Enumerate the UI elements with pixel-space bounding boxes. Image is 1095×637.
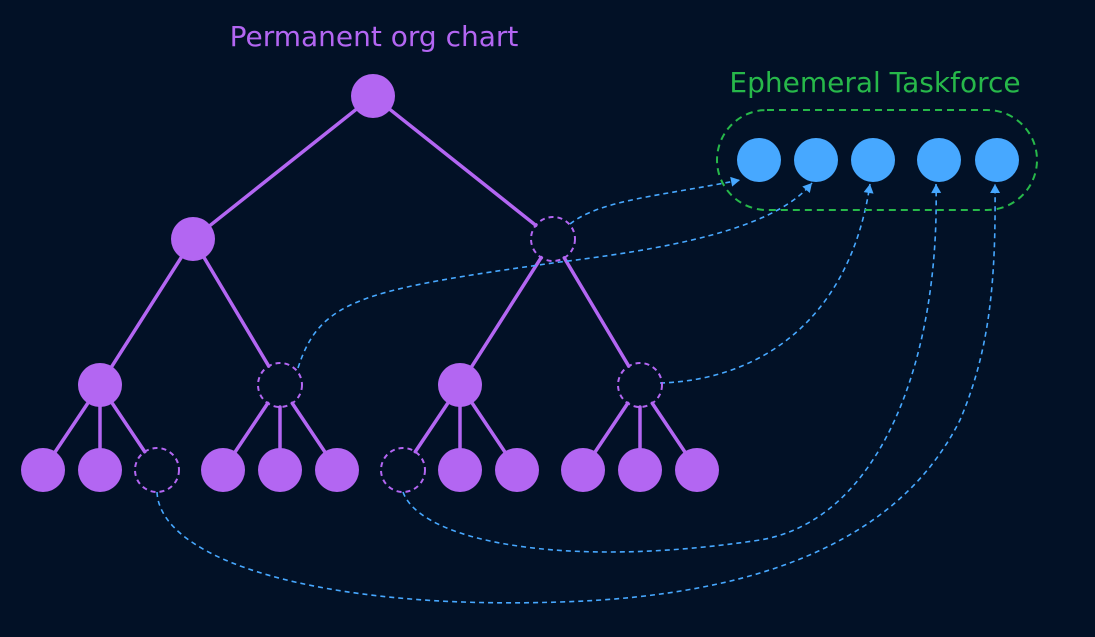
org-node-m-left	[171, 217, 215, 261]
org-node-c2	[438, 448, 482, 492]
vacated-position-c1	[380, 447, 426, 493]
org-node-d3	[675, 448, 719, 492]
org-node-b3	[315, 448, 359, 492]
taskforce-boundary-group	[716, 109, 1038, 211]
taskforce-title: Ephemeral Taskforce	[729, 66, 1021, 99]
org-edge-m-right	[388, 107, 538, 228]
reassignment-arrowhead-5	[990, 184, 1001, 194]
reassignment-arrowhead-3	[863, 184, 874, 194]
org-edge-c3	[470, 401, 507, 454]
org-edge-m-left	[208, 107, 358, 228]
reassignment-link-4	[402, 183, 937, 553]
org-edge-l4	[562, 256, 631, 368]
org-node-d1	[561, 448, 605, 492]
org-node-b1	[201, 448, 245, 492]
vacated-position-a3	[134, 447, 180, 493]
taskforce-member-4	[917, 138, 961, 182]
taskforce-member-5	[975, 138, 1019, 182]
taskforce-member-2	[794, 138, 838, 182]
vacated-position-l2	[257, 362, 303, 408]
org-node-root	[351, 74, 395, 118]
org-node-b2	[258, 448, 302, 492]
org-node-d2	[618, 448, 662, 492]
taskforce-member-3	[851, 138, 895, 182]
taskforce-members	[737, 138, 1019, 182]
reassignment-arrowhead-2	[802, 183, 812, 194]
taskforce-member-1	[737, 138, 781, 182]
reassignment-arrowhead-4	[931, 184, 942, 194]
org-chart-title: Permanent org chart	[229, 20, 519, 53]
reassignment-arrowhead-1	[730, 176, 740, 187]
org-edge-b1	[233, 401, 270, 454]
org-node-l3	[438, 363, 482, 407]
org-edge-c1	[413, 401, 450, 454]
org-node-c3	[495, 448, 539, 492]
org-edge-b3	[290, 401, 327, 454]
org-node-a2	[78, 448, 122, 492]
org-edge-d3	[650, 401, 687, 454]
org-chart-edges	[53, 107, 687, 454]
org-edge-a3	[110, 401, 147, 454]
org-node-l1	[78, 363, 122, 407]
org-edge-l1	[110, 255, 183, 369]
org-edge-l2	[202, 256, 271, 368]
reassignment-link-5	[156, 183, 996, 604]
vacated-position-m-right	[530, 216, 576, 262]
vacated-position-l4	[617, 362, 663, 408]
reassignment-link-2	[297, 182, 813, 369]
org-node-a1	[21, 448, 65, 492]
reassignment-link-1	[569, 179, 741, 225]
reassignment-link-3	[659, 183, 871, 384]
reassignment-links	[156, 176, 1001, 604]
taskforce-boundary	[716, 109, 1038, 211]
org-edge-d1	[593, 401, 630, 454]
org-edge-l3	[470, 255, 543, 369]
org-chart-nodes	[21, 74, 719, 493]
org-edge-a1	[53, 401, 90, 454]
